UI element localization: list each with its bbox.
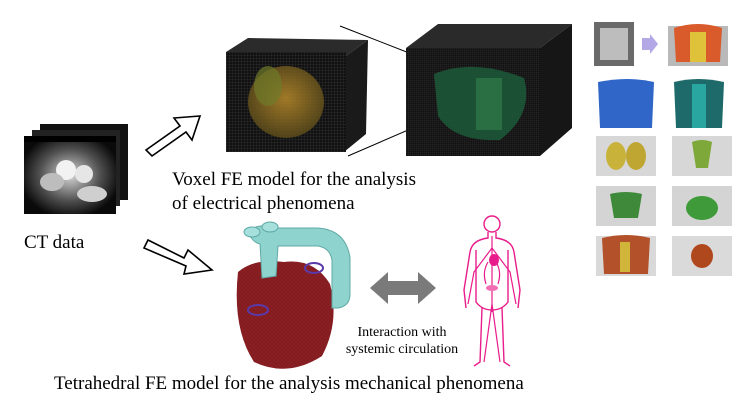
tetrahedral-heart-model bbox=[236, 221, 351, 369]
voxel-caption-line-1: Voxel FE model for the analysis bbox=[172, 169, 416, 190]
ct-image-stack bbox=[22, 124, 132, 216]
interaction-line-1: Interaction with bbox=[357, 325, 447, 340]
interaction-label: Interaction with systemic circulation bbox=[328, 324, 476, 358]
arrow-to-voxel-icon bbox=[144, 115, 202, 158]
voxel-caption-line-2: of electrical phenomena bbox=[172, 193, 355, 214]
interaction-line-2: systemic circulation bbox=[345, 342, 459, 357]
systemic-circulation-body bbox=[463, 215, 521, 367]
ct-data-label: CT data bbox=[24, 232, 85, 253]
arrow-to-tetra-icon bbox=[142, 238, 214, 275]
voxel-model-large bbox=[406, 24, 572, 156]
voxel-model-small bbox=[226, 38, 368, 152]
tetrahedral-model-caption: Tetrahedral FE model for the analysis me… bbox=[54, 373, 524, 394]
voxel-model-caption: Voxel FE model for the analysis of elect… bbox=[172, 168, 416, 216]
double-arrow-icon bbox=[370, 272, 436, 304]
segmentation-thumbnail-gallery bbox=[592, 18, 740, 280]
